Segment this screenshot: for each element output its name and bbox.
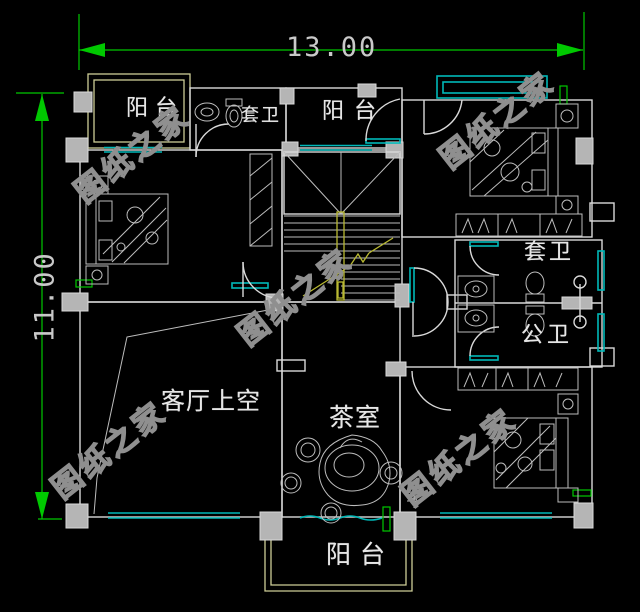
shower-mixer (561, 296, 593, 310)
label-balcony-top-left: 阳台 (126, 96, 185, 121)
living-void-outline (93, 309, 269, 515)
dimension-height-label: 11.00 (29, 251, 61, 343)
toilet-top (225, 104, 243, 128)
label-bath-public: 公卫 (521, 323, 574, 348)
toilet-ensuite (525, 271, 545, 295)
sink-top (194, 102, 220, 122)
bed-bottom-right (493, 417, 569, 489)
label-tea-room: 茶室 (329, 403, 382, 432)
doors (195, 98, 500, 411)
bed-left (85, 193, 169, 265)
bathroom-fixtures (194, 98, 593, 337)
sink-public (464, 309, 488, 327)
wardrobe-bottom-right (457, 367, 579, 391)
label-balcony-bottom: 阳台 (326, 540, 395, 569)
tea-table (280, 434, 421, 524)
toilet-public (525, 313, 545, 337)
closet-left (249, 153, 273, 247)
bay-window (436, 75, 548, 99)
label-bath-ensuite-right: 套卫 (524, 240, 575, 265)
label-balcony-top-middle: 阳台 (322, 99, 387, 124)
staircase (283, 151, 401, 301)
columns (61, 83, 594, 541)
dimension-left (16, 92, 64, 520)
label-bath-ensuite-top: 套卫 (241, 105, 281, 126)
dimension-top (78, 12, 585, 70)
sink-ensuite (464, 280, 488, 298)
furniture-top-right-bedroom (455, 103, 583, 237)
dimension-width-label: 13.00 (286, 32, 378, 63)
stair-rail (336, 211, 345, 301)
label-living-room-void: 客厅上空 (161, 387, 261, 415)
furniture-bottom-right-bedroom (457, 367, 579, 503)
furniture-left-bedroom (85, 153, 273, 285)
wardrobe-top-right (455, 213, 583, 237)
